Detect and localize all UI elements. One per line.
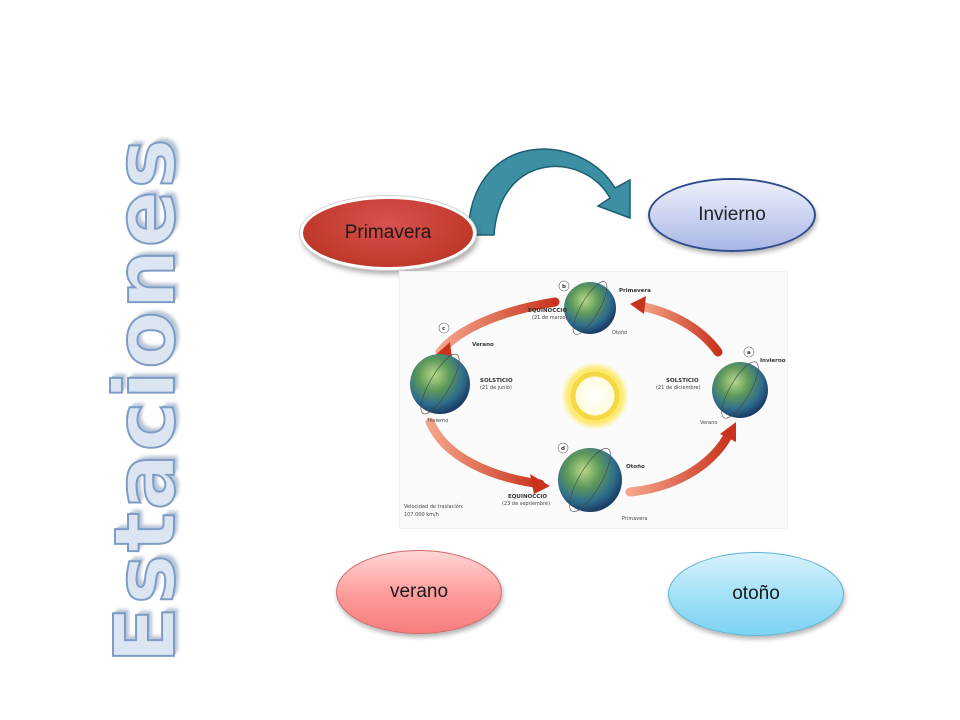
- verano-oval[interactable]: verano: [336, 550, 502, 634]
- marker-b: b: [562, 284, 566, 290]
- label-a-bottom: Verano: [700, 420, 717, 426]
- label-b-event: EQUINOCCIO: [528, 308, 567, 314]
- earth-d-icon: [558, 448, 622, 512]
- label-d-top: Otoño: [626, 464, 645, 470]
- label-b-bottom: Otoño: [612, 330, 627, 336]
- earth-b-icon: [564, 281, 616, 335]
- label-b-top: Primavera: [619, 288, 651, 294]
- earth-a-icon: [712, 361, 768, 419]
- primavera-label: Primavera: [344, 222, 432, 243]
- label-d-bottom: Primavera: [622, 516, 647, 522]
- invierno-oval[interactable]: Invierno: [648, 178, 816, 252]
- label-a-top: Invierno: [760, 358, 786, 364]
- label-c-top: Verano: [472, 342, 494, 348]
- label-d-event: EQUINOCCIO: [508, 494, 547, 500]
- primavera-oval[interactable]: Primavera: [300, 196, 476, 270]
- otono-oval[interactable]: otoño: [668, 552, 844, 636]
- orbit-arrows: [425, 296, 736, 497]
- slide-title: Estaciones: [95, 135, 195, 664]
- label-a-date: (21 de diciembre): [656, 385, 701, 391]
- seasons-orbit-diagram: b c a d Primavera Otoño EQUINOCCIO (21 d…: [399, 271, 788, 529]
- earth-c-icon: [410, 353, 470, 415]
- marker-d: d: [561, 446, 565, 452]
- label-a-event: SOLSTICIO: [666, 378, 699, 384]
- label-c-date: (21 de junio): [480, 385, 512, 391]
- curved-arrow-icon: [467, 148, 631, 236]
- label-d-date: (23 de septiembre): [502, 501, 550, 507]
- speed-value: 107.000 km/h: [404, 512, 439, 518]
- speed-label: Velocidad de traslación:: [404, 503, 464, 510]
- otono-label: otoño: [732, 583, 780, 604]
- label-c-bottom: Invierno: [428, 418, 448, 424]
- label-b-date: (21 de marzo): [532, 315, 567, 321]
- marker-c: c: [442, 326, 445, 332]
- marker-a: a: [747, 350, 751, 356]
- invierno-label: Invierno: [698, 204, 766, 225]
- label-c-event: SOLSTICIO: [480, 378, 513, 384]
- verano-label: verano: [389, 581, 449, 602]
- title-container: Estaciones: [90, 135, 200, 664]
